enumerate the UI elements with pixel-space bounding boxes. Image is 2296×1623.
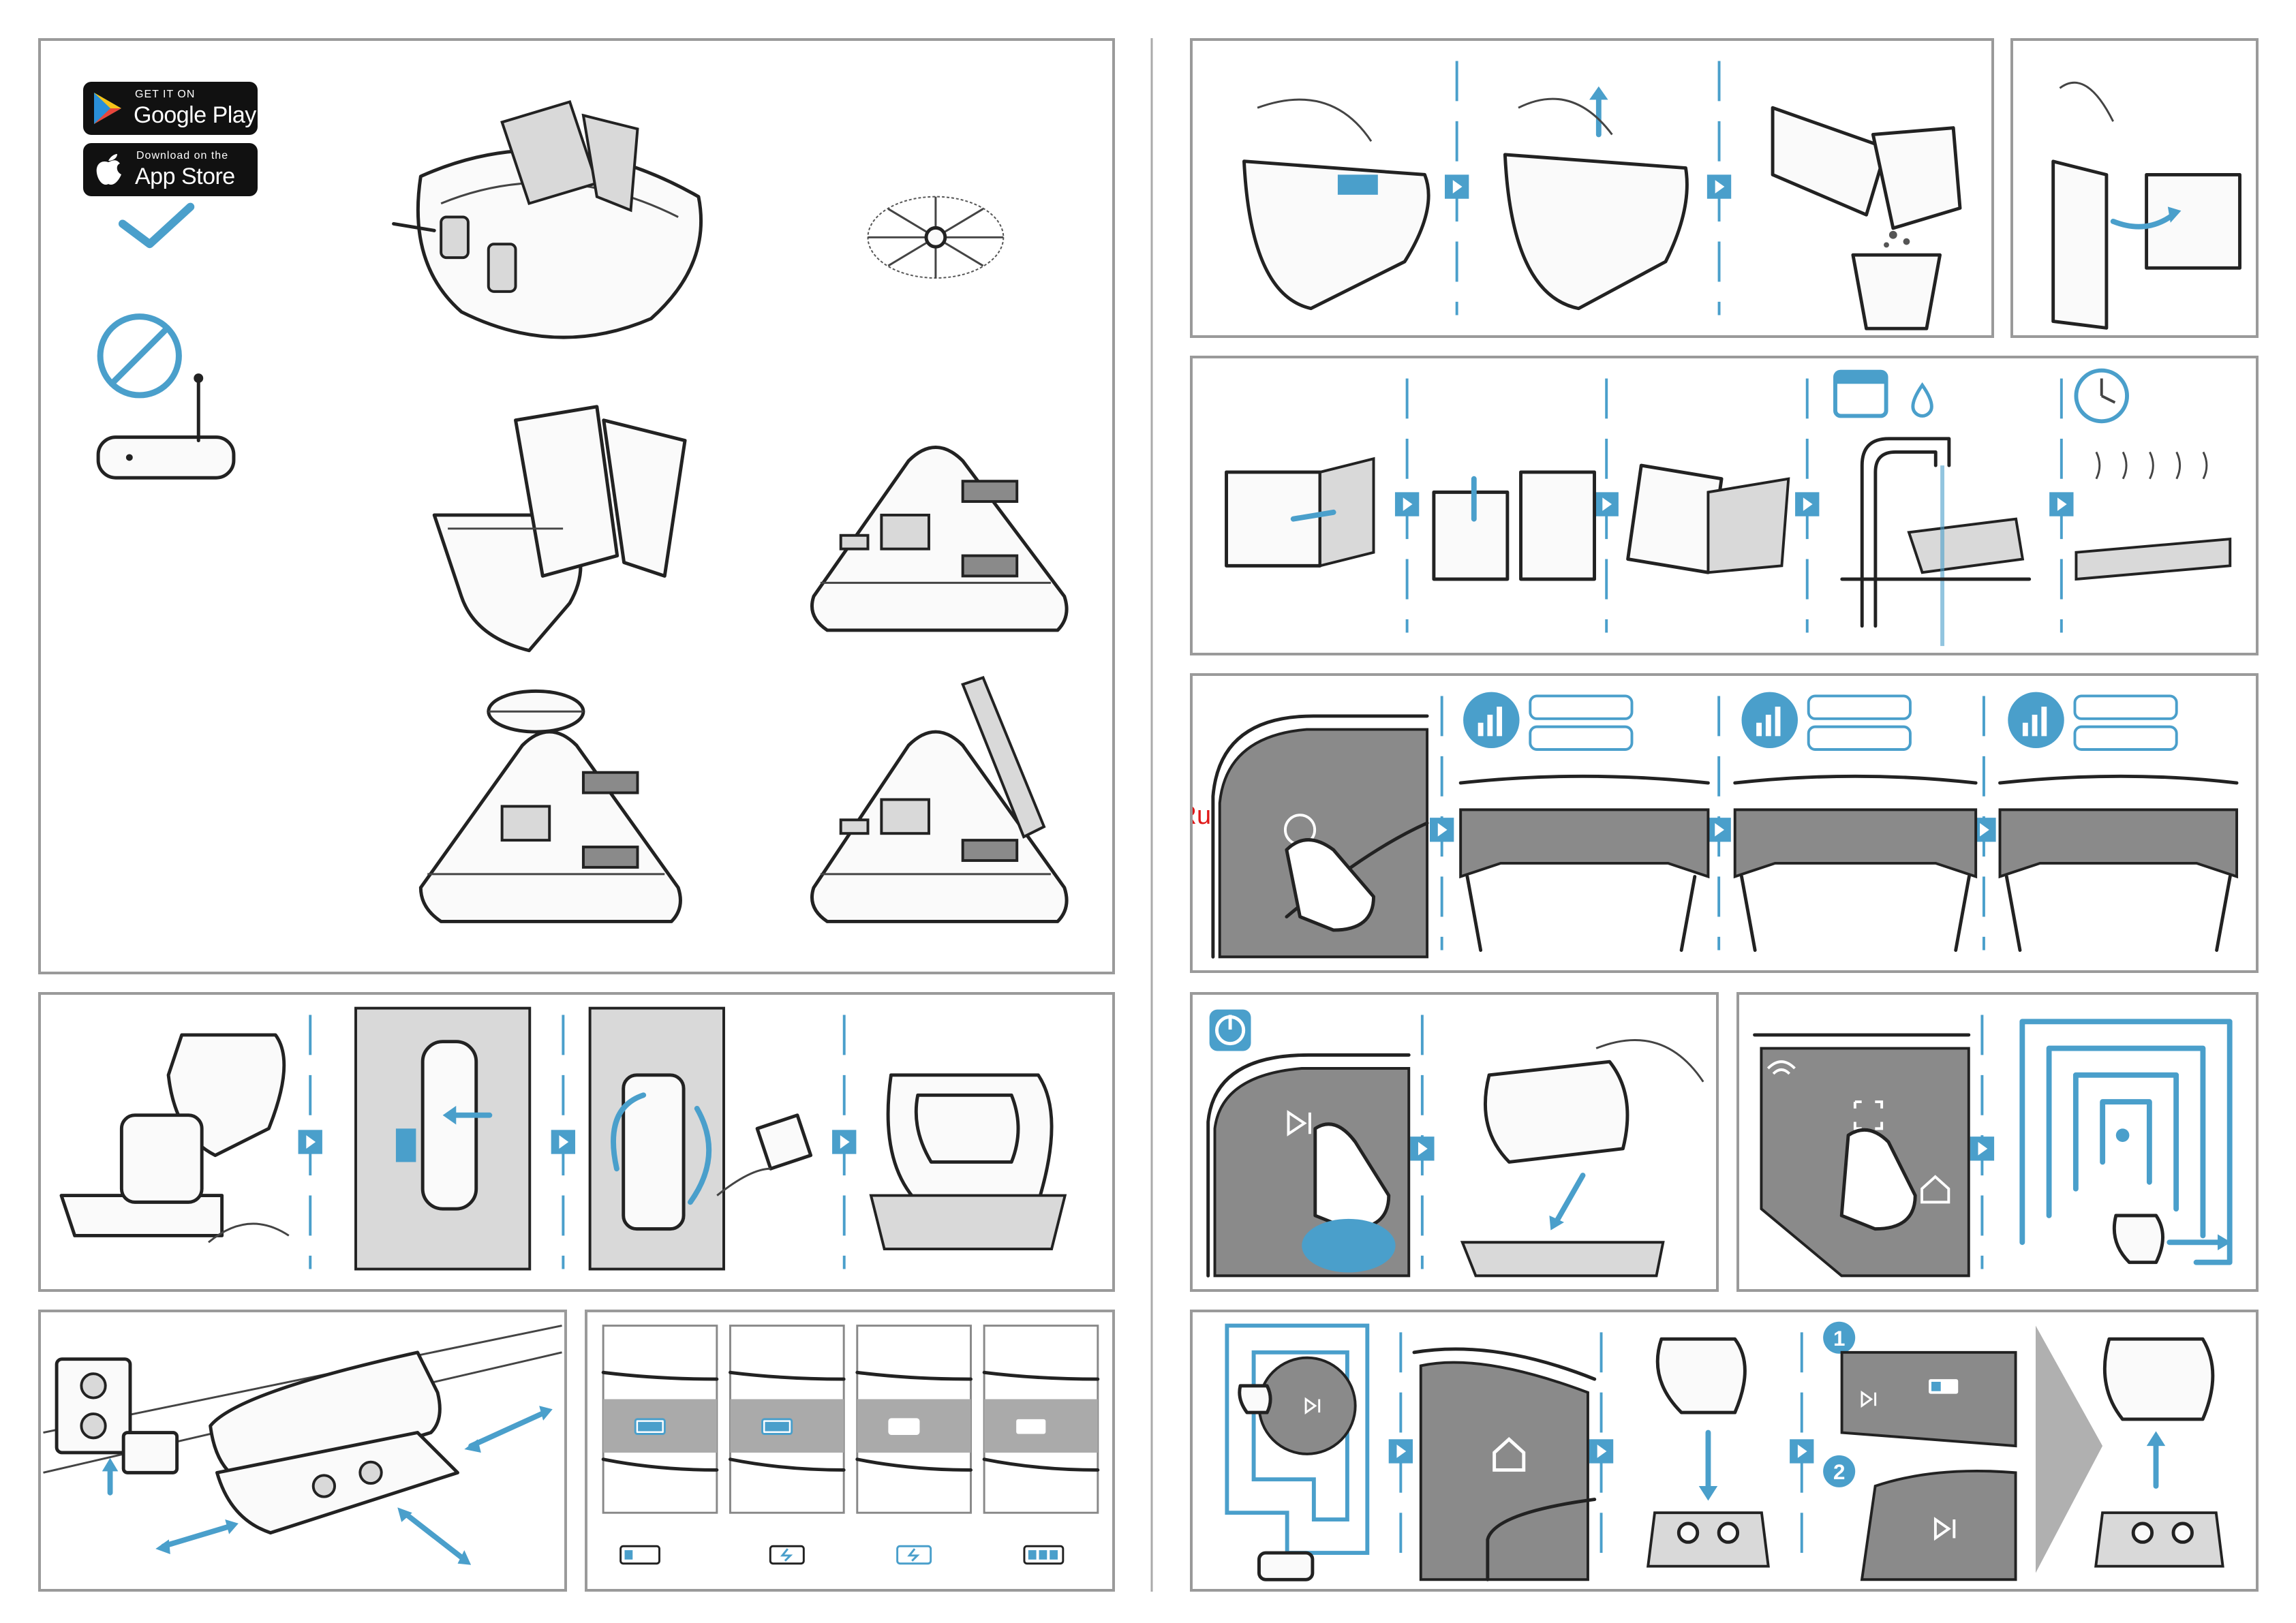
dock-power-art	[41, 1312, 564, 1589]
step-2: 2	[1823, 1455, 1855, 1487]
panel-spot-clean	[1736, 992, 2259, 1292]
checkmark-icon	[123, 207, 190, 245]
arrow-right-icon	[2049, 492, 2073, 516]
battery-frame-2	[730, 1326, 844, 1513]
panel-dock-power	[38, 1310, 567, 1592]
water-drop-icon	[1913, 385, 1931, 416]
power-icon	[1210, 1010, 1251, 1051]
battery-icon	[898, 1546, 931, 1563]
arrow-right-icon	[1430, 818, 1454, 841]
battery-frame-1	[603, 1326, 717, 1513]
panel-filter-wash	[1190, 356, 2259, 655]
calendar-icon	[1835, 372, 1886, 416]
arrow-right-icon	[1445, 174, 1469, 198]
arrow-right-icon	[1706, 818, 1730, 841]
battery-frame-3	[857, 1326, 971, 1513]
spot-clean-art	[1739, 995, 2256, 1289]
battery-icon	[763, 1419, 792, 1434]
battery-icon	[621, 1546, 660, 1563]
arrow-right-icon	[1970, 1137, 1994, 1160]
step-1: 1	[1823, 1322, 1855, 1354]
arrow-right-icon	[1395, 492, 1419, 516]
outlet	[57, 1359, 130, 1453]
clock-icon	[2076, 371, 2127, 422]
empty-dustbin-art	[1193, 41, 1991, 335]
power-levels-art	[1193, 676, 2256, 970]
dock-placement-art	[41, 995, 1112, 1289]
panel-battery-states	[585, 1310, 1115, 1592]
page-divider	[1150, 38, 1153, 1592]
battery-icon	[1929, 1379, 1958, 1394]
arrow-right-icon	[1410, 1137, 1434, 1160]
signal-strength-icon	[1463, 692, 1519, 748]
panel-start-cleaning	[1190, 992, 1719, 1292]
panel-return-home: 1 2	[1190, 1310, 2259, 1592]
arrow-right-icon	[299, 1130, 322, 1154]
setup-overview-art	[41, 41, 1112, 972]
arrow-right-icon	[1707, 174, 1731, 198]
panel-insert-filter	[2010, 38, 2259, 338]
battery-icon	[770, 1546, 803, 1563]
step-number-1: 1	[1833, 1327, 1845, 1350]
battery-icon	[889, 1419, 919, 1434]
arrow-right-icon	[1589, 1439, 1613, 1463]
start-cleaning-art	[1193, 995, 1716, 1289]
power-level-3	[2000, 692, 2237, 950]
robot-underside-2	[420, 691, 680, 921]
prohibited-icon	[100, 317, 179, 395]
panel-power-levels: McGrp.Ru	[1190, 673, 2259, 973]
watermark: McGrp.Ru	[1190, 801, 1211, 831]
power-level-2	[1735, 692, 1976, 950]
step-number-2: 2	[1833, 1460, 1845, 1484]
panel-setup-overview: GET IT ON Google Play Download on the Ap…	[38, 38, 1115, 974]
open-dustbin	[434, 407, 685, 651]
signal-strength-icon	[2008, 692, 2064, 748]
signal-strength-icon	[1742, 692, 1798, 748]
battery-frame-4	[984, 1326, 1098, 1513]
power-level-1	[1460, 692, 1708, 950]
arrow-right-icon	[1389, 1439, 1413, 1463]
filter-wash-art	[1193, 358, 2256, 653]
arrow-right-icon	[1790, 1439, 1813, 1463]
battery-states-art	[587, 1312, 1112, 1589]
panel-dock-placement	[38, 992, 1115, 1292]
panel-empty-dustbin	[1190, 38, 1994, 338]
battery-icon	[1024, 1546, 1063, 1563]
robot-underside-1	[812, 448, 1067, 630]
arrow-right-icon	[832, 1130, 856, 1154]
return-home-art: 1 2	[1193, 1312, 2256, 1589]
robot-open-lid	[394, 102, 701, 337]
battery-icon	[1016, 1419, 1045, 1434]
insert-filter-art	[2013, 41, 2256, 335]
robot-underside-3	[812, 678, 1067, 922]
arrow-right-icon	[1795, 492, 1819, 516]
side-brush	[868, 197, 1003, 278]
arrow-right-icon	[1595, 492, 1619, 516]
battery-icon	[635, 1419, 664, 1434]
arrow-right-icon	[551, 1130, 575, 1154]
